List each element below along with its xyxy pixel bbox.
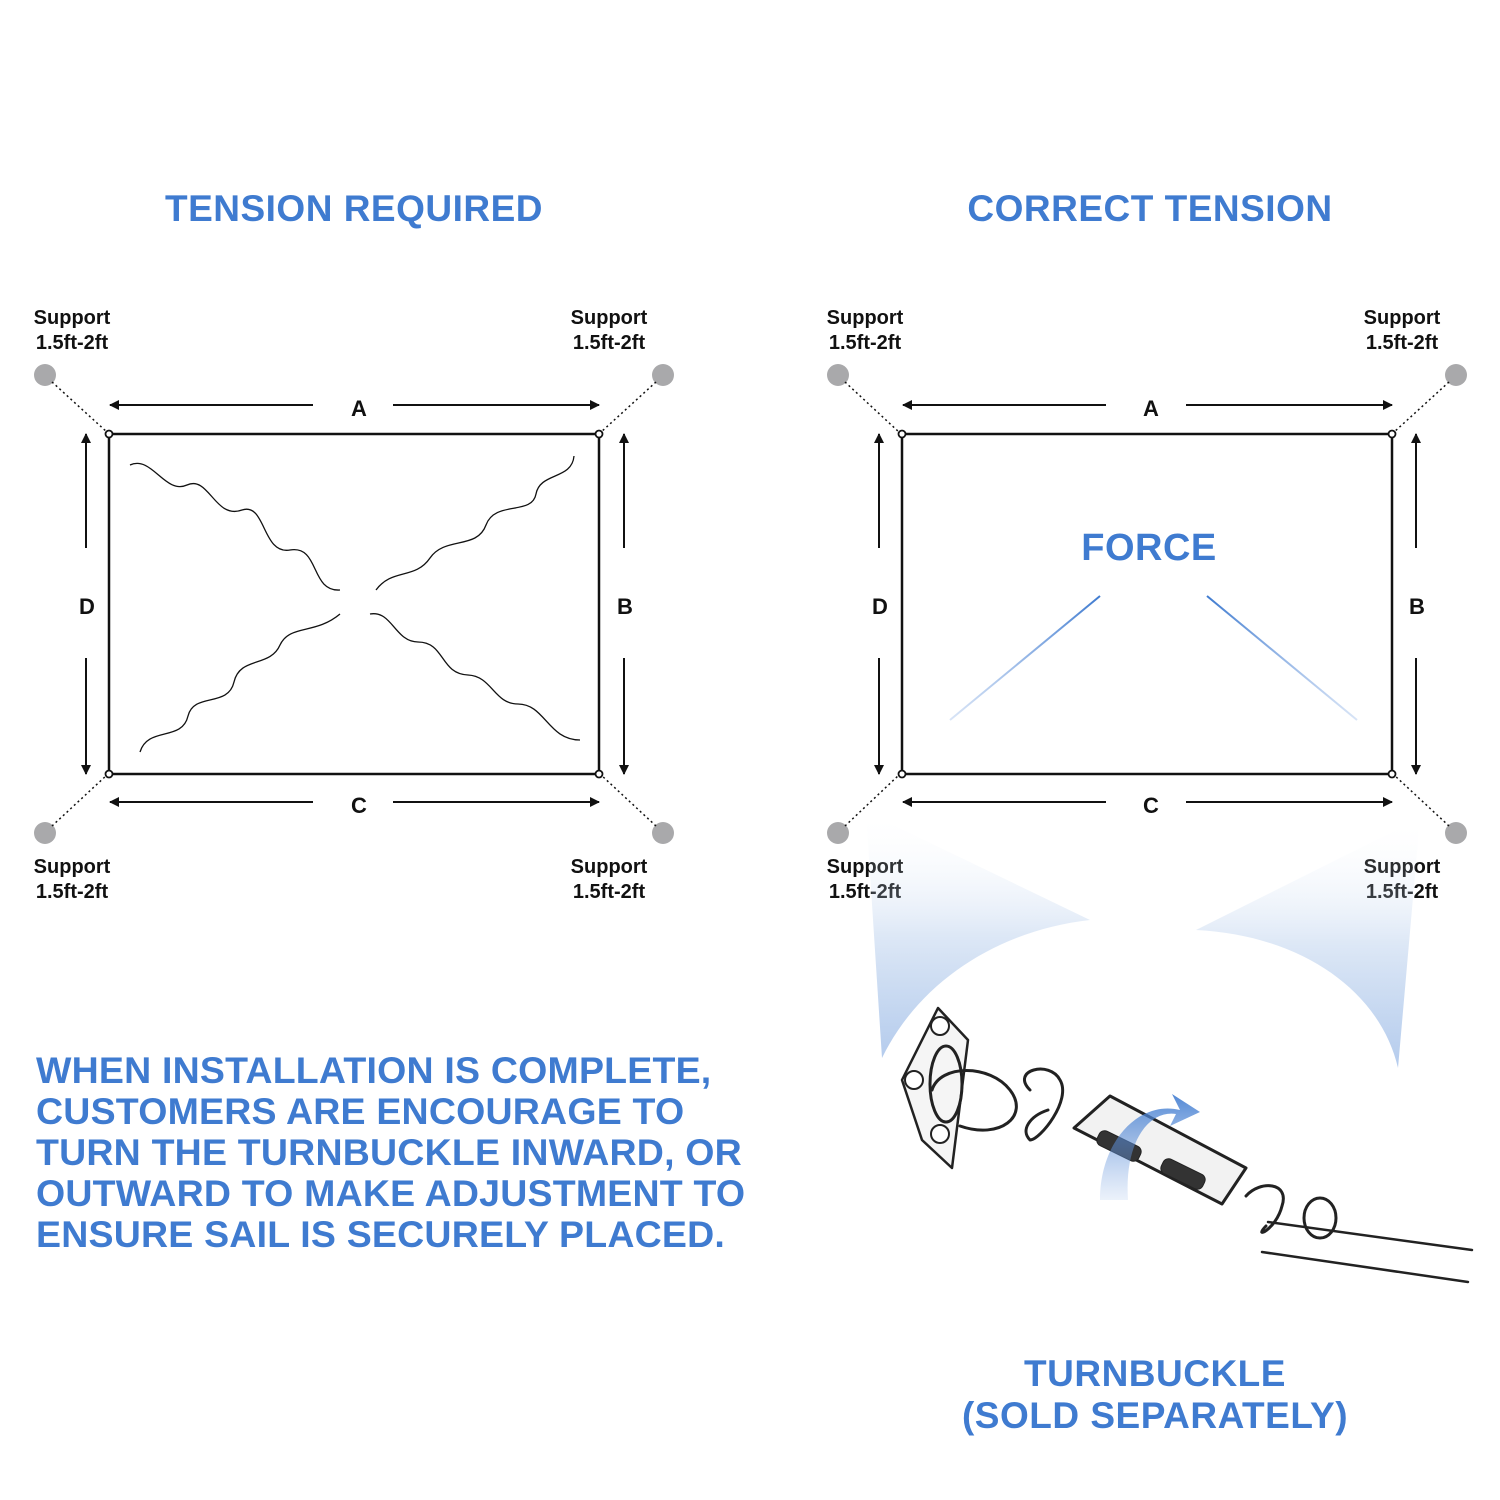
eye-ring xyxy=(928,1044,964,1124)
left-tie-lines xyxy=(51,381,657,827)
tie-line-top-left xyxy=(51,381,109,434)
wrinkle-bottom-right xyxy=(369,613,581,741)
tie-line-bottom-right xyxy=(599,773,657,827)
left-sail-outline xyxy=(107,432,601,776)
corner-ring xyxy=(104,769,114,779)
support-range-top-left: 1.5ft-2ft xyxy=(36,332,109,354)
screw xyxy=(930,1016,950,1036)
support-label-bottom-left: Support xyxy=(34,856,111,878)
side-label-b: B xyxy=(617,594,633,619)
tie-line-bottom-left xyxy=(51,773,109,827)
left-panel-title: TENSION REQUIRED xyxy=(165,188,543,229)
hook-right xyxy=(1244,1184,1285,1234)
left-slack-wrinkles xyxy=(129,455,581,753)
support-range-bottom-right: 1.5ft-2ft xyxy=(573,881,646,903)
support-label-top-left: Support xyxy=(34,307,111,329)
corner-ring xyxy=(897,429,907,439)
wrinkle-top-right xyxy=(375,455,575,591)
force-line-right xyxy=(1206,595,1358,721)
left-support-labels: Support 1.5ft-2ft Support 1.5ft-2ft Supp… xyxy=(34,307,648,903)
corner-ring xyxy=(594,769,604,779)
left-panel: TENSION REQUIRED Support 1.5ft-2ft Suppo… xyxy=(34,188,674,903)
support-post-bottom-right xyxy=(1445,822,1467,844)
turnbuckle-illustration xyxy=(900,1006,1474,1284)
support-range-bottom-left: 1.5ft-2ft xyxy=(36,881,109,903)
tie-line-top-right xyxy=(599,381,657,434)
corner-ring xyxy=(1387,769,1397,779)
support-post-top-left xyxy=(34,364,56,386)
support-range-top-left: 1.5ft-2ft xyxy=(829,332,902,354)
right-sail-corner-rings xyxy=(897,429,1397,779)
wrinkle-top-left xyxy=(129,462,341,591)
screw xyxy=(904,1070,924,1090)
support-post-top-left xyxy=(827,364,849,386)
side-label-d: D xyxy=(79,594,95,619)
side-label-a: A xyxy=(1143,396,1159,421)
eye-right xyxy=(1302,1196,1338,1240)
plate-screws xyxy=(904,1016,950,1144)
installation-instruction: WHEN INSTALLATION IS COMPLETE, CUSTOMERS… xyxy=(36,1050,836,1255)
right-support-labels: Support 1.5ft-2ft Support 1.5ft-2ft Supp… xyxy=(827,307,1441,903)
instruction-line: CUSTOMERS ARE ENCOURAGE TO xyxy=(36,1090,685,1132)
instruction-line: WHEN INSTALLATION IS COMPLETE, xyxy=(36,1049,712,1091)
left-sail-corner-rings xyxy=(104,429,604,779)
right-panel: CORRECT TENSION Support 1.5ft-2ft Suppor… xyxy=(827,188,1467,1068)
left-support-posts xyxy=(34,364,674,844)
side-label-d: D xyxy=(872,594,888,619)
corner-ring xyxy=(104,429,114,439)
right-support-posts xyxy=(827,364,1467,844)
support-label-top-right: Support xyxy=(571,307,648,329)
right-sail-outline xyxy=(900,432,1394,776)
support-range-top-right: 1.5ft-2ft xyxy=(1366,332,1439,354)
instruction-line: OUTWARD TO MAKE ADJUSTMENT TO xyxy=(36,1172,746,1214)
corner-ring xyxy=(1387,429,1397,439)
force-line-left xyxy=(949,595,1101,721)
support-post-top-right xyxy=(652,364,674,386)
right-panel-title: CORRECT TENSION xyxy=(967,188,1332,229)
side-label-c: C xyxy=(351,793,367,818)
magnify-beam-left xyxy=(866,812,1090,1058)
chain-loop xyxy=(930,1069,1018,1132)
force-label: FORCE xyxy=(1081,527,1217,569)
tie-line-bottom-right xyxy=(1392,773,1450,827)
instruction-line: ENSURE SAIL IS SECURELY PLACED. xyxy=(36,1213,726,1255)
left-dimension-arrows xyxy=(81,400,629,807)
corner-ring xyxy=(594,429,604,439)
turnbuckle-note: (SOLD SEPARATELY) xyxy=(962,1395,1348,1436)
support-range-top-right: 1.5ft-2ft xyxy=(573,332,646,354)
instruction-line: TURN THE TURNBUCKLE INWARD, OR xyxy=(36,1131,742,1173)
support-post-bottom-left xyxy=(827,822,849,844)
rotate-arrow-icon xyxy=(1100,1094,1200,1200)
rope xyxy=(1260,1220,1474,1284)
right-tie-lines xyxy=(844,381,1450,827)
support-post-bottom-left xyxy=(34,822,56,844)
wrinkle-bottom-left xyxy=(139,613,341,753)
magnify-beam-right xyxy=(1196,818,1420,1068)
support-label-bottom-right: Support xyxy=(571,856,648,878)
hook-left xyxy=(1023,1067,1064,1142)
support-post-top-right xyxy=(1445,364,1467,386)
turnbuckle-title: TURNBUCKLE xyxy=(1024,1353,1286,1394)
support-label-top-right: Support xyxy=(1364,307,1441,329)
tie-line-top-left xyxy=(844,381,901,434)
side-label-a: A xyxy=(351,396,367,421)
tie-line-top-right xyxy=(1392,381,1450,434)
side-label-c: C xyxy=(1143,793,1159,818)
support-post-bottom-right xyxy=(652,822,674,844)
right-dimension-arrows xyxy=(874,400,1421,807)
side-label-b: B xyxy=(1409,594,1425,619)
support-label-top-left: Support xyxy=(827,307,904,329)
screw xyxy=(930,1124,950,1144)
corner-ring xyxy=(897,769,907,779)
thread-right xyxy=(1160,1158,1206,1190)
